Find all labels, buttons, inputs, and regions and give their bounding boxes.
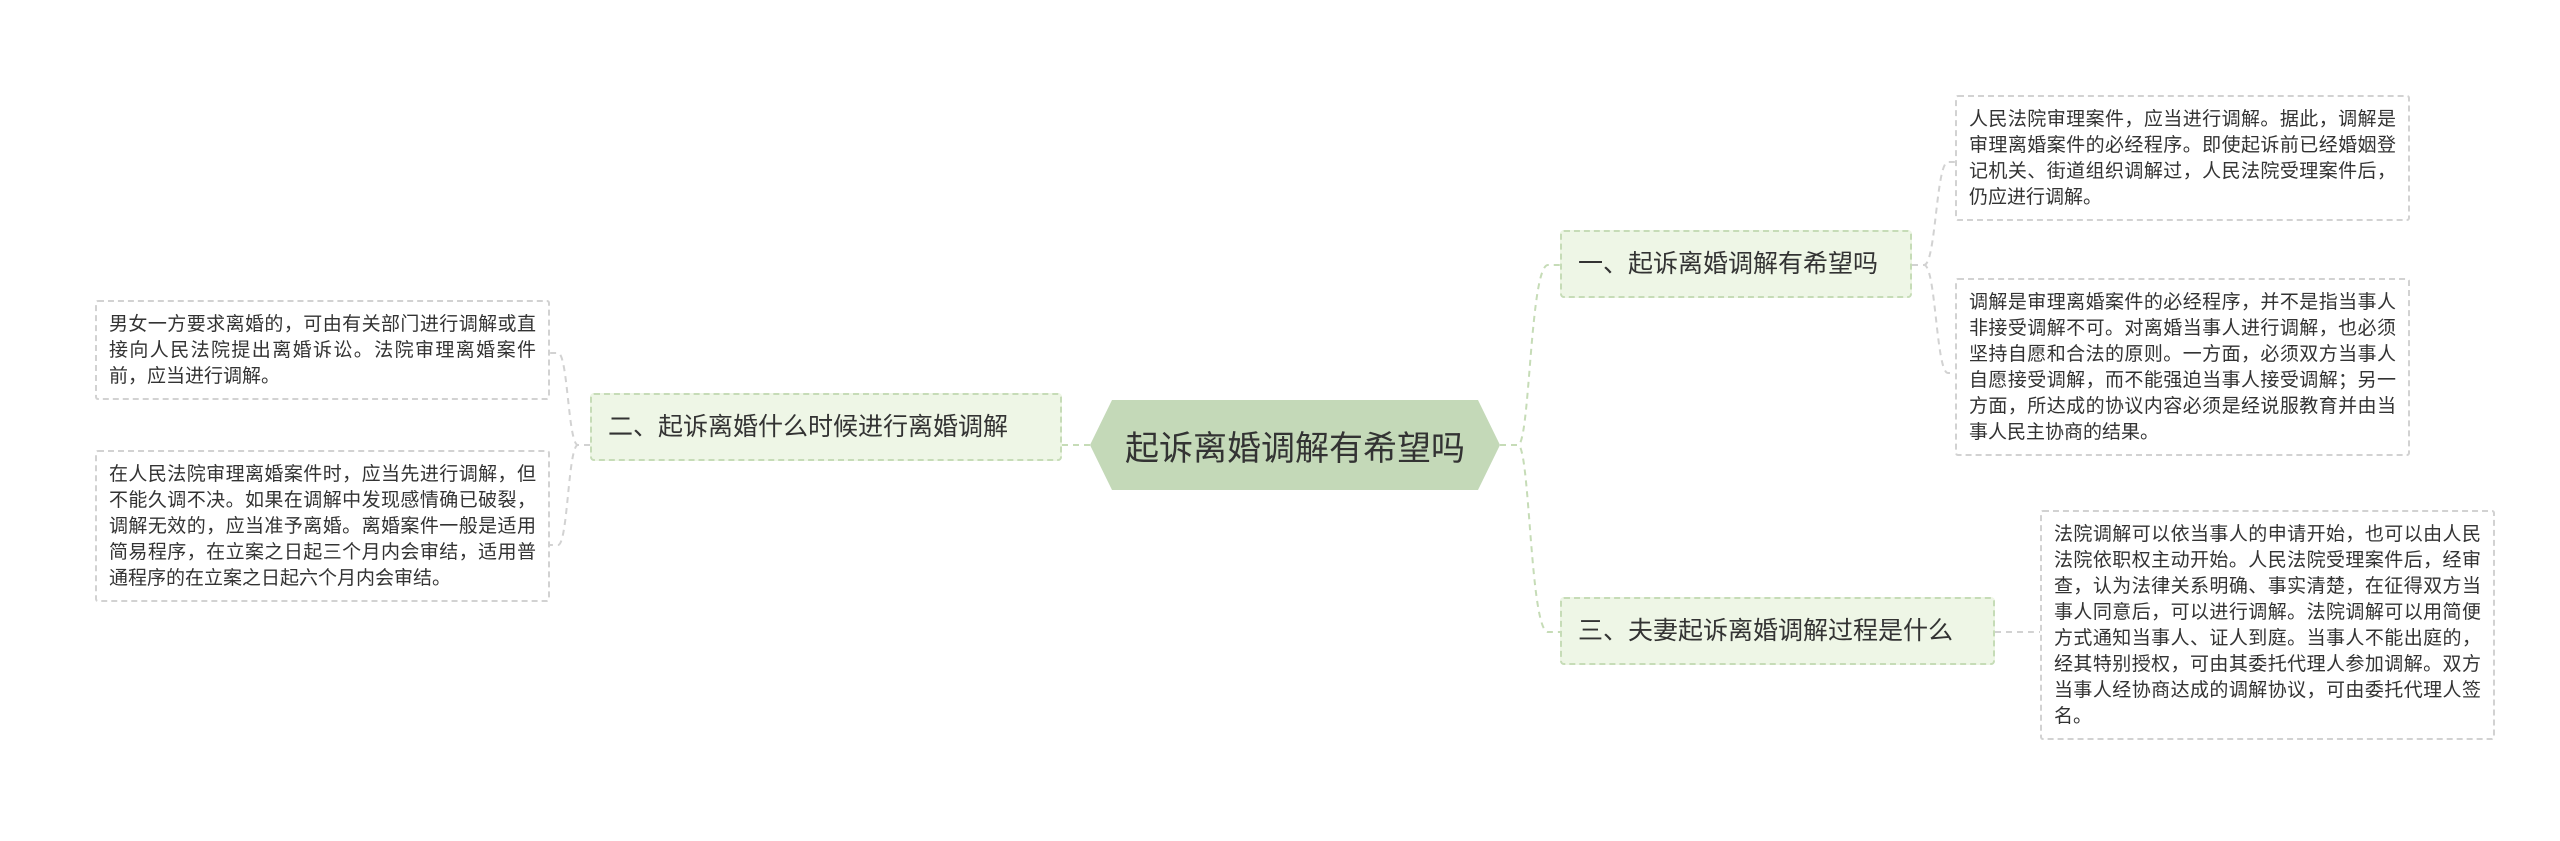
leaf-text: 男女一方要求离婚的，可由有关部门进行调解或直接向人民法院提出离婚诉讼。法院审理离… [109,313,536,387]
branch-label: 一、起诉离婚调解有希望吗 [1578,249,1879,278]
root-title: 起诉离婚调解有希望吗 [1125,428,1465,469]
root-node[interactable]: 起诉离婚调解有希望吗 [1090,400,1500,490]
connector-root-branch-1 [1500,264,1560,446]
branch-node-3[interactable]: 三、夫妻起诉离婚调解过程是什么 [1560,597,1995,665]
branch-label: 三、夫妻起诉离婚调解过程是什么 [1578,616,1954,645]
leaf-node-2-2[interactable]: 在人民法院审理离婚案件时，应当先进行调解，但不能久调不决。如果在调解中发现感情确… [95,450,550,602]
leaf-text: 人民法院审理案件，应当进行调解。据此，调解是审理离婚案件的必经程序。即使起诉前已… [1969,108,2396,208]
connector-branch-2-leaf-2 [550,444,590,546]
branch-node-2[interactable]: 二、起诉离婚什么时候进行离婚调解 [590,393,1062,461]
branch-label: 二、起诉离婚什么时候进行离婚调解 [608,412,1009,441]
leaf-text: 调解是审理离婚案件的必经程序，并不是指当事人非接受调解不可。对离婚当事人进行调解… [1969,291,2396,443]
connector-branch-2-leaf-1 [550,352,590,446]
leaf-text: 在人民法院审理离婚案件时，应当先进行调解，但不能久调不决。如果在调解中发现感情确… [109,463,536,589]
leaf-node-3-1[interactable]: 法院调解可以依当事人的申请开始，也可以由人民法院依职权主动开始。人民法院受理案件… [2040,510,2495,740]
leaf-text: 法院调解可以依当事人的申请开始，也可以由人民法院依职权主动开始。人民法院受理案件… [2054,523,2481,727]
leaf-node-2-1[interactable]: 男女一方要求离婚的，可由有关部门进行调解或直接向人民法院提出离婚诉讼。法院审理离… [95,300,550,400]
connector-branch-1-leaf-2 [1912,264,1955,374]
leaf-node-1-2[interactable]: 调解是审理离婚案件的必经程序，并不是指当事人非接受调解不可。对离婚当事人进行调解… [1955,278,2410,456]
connector-branch-1-leaf-1 [1912,161,1955,266]
branch-node-1[interactable]: 一、起诉离婚调解有希望吗 [1560,230,1912,298]
leaf-node-1-1[interactable]: 人民法院审理案件，应当进行调解。据此，调解是审理离婚案件的必经程序。即使起诉前已… [1955,95,2410,221]
connector-root-branch-3 [1500,444,1560,633]
